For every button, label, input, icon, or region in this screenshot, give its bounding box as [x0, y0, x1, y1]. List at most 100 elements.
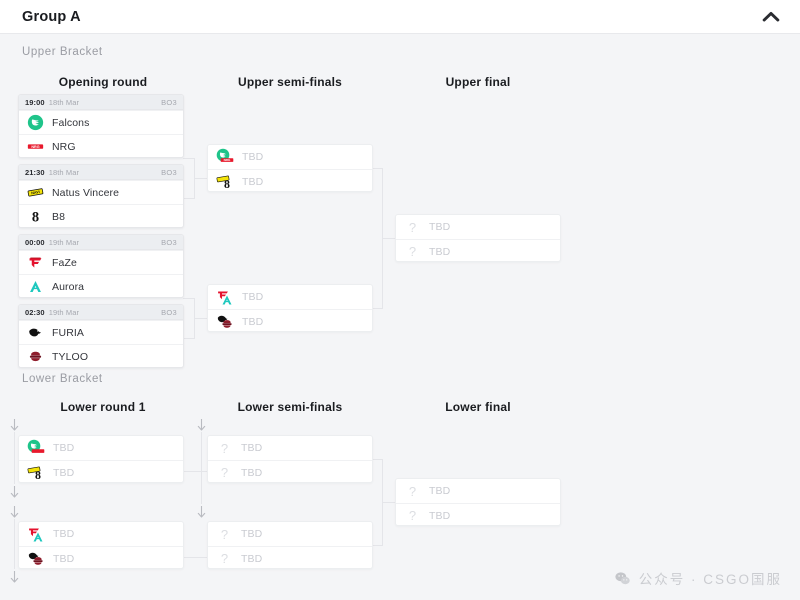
- match-card[interactable]: 02:30 19th Mar BO3 FURIA TYLOO: [18, 304, 184, 368]
- match-format: BO3: [161, 97, 177, 107]
- question-mark-icon: ?: [220, 551, 229, 566]
- aurora-logo: [33, 532, 43, 541]
- team-row[interactable]: ? TBD: [208, 436, 372, 460]
- question-mark-icon: ?: [220, 526, 229, 542]
- question-mark-icon: ?: [408, 508, 417, 523]
- match-card[interactable]: 21:30 18th Mar BO3 NAVI Natus Vincere 8 …: [18, 164, 184, 228]
- team-row[interactable]: NRG TBD: [208, 145, 372, 169]
- team-placeholder-logos: [27, 525, 46, 544]
- drop-down-arrow-icon: [197, 419, 206, 433]
- question-mark-icon: ?: [408, 244, 417, 259]
- team-row[interactable]: TBD: [208, 309, 372, 331]
- navi-logo: [27, 466, 41, 474]
- match-card[interactable]: ? TBD ? TBD: [207, 435, 373, 483]
- faze-logo: [29, 528, 39, 536]
- match-card[interactable]: 00:00 19th Mar BO3 FaZe Aurora: [18, 234, 184, 298]
- team-row[interactable]: 8 TBD: [19, 460, 183, 482]
- team-name: Natus Vincere: [52, 186, 120, 199]
- drop-down-arrow-icon: [10, 506, 19, 520]
- faze-logo: [27, 254, 44, 271]
- furia-logo: [27, 324, 44, 341]
- team-row[interactable]: TYLOO: [19, 344, 183, 367]
- team-row[interactable]: NRG NRG: [19, 134, 183, 157]
- team-row[interactable]: ? TBD: [208, 546, 372, 568]
- svg-text:8: 8: [224, 177, 230, 191]
- team-row[interactable]: TBD: [208, 285, 372, 309]
- team-name: TBD: [242, 315, 264, 328]
- team-row[interactable]: ? TBD: [396, 215, 560, 239]
- connector: [201, 432, 202, 504]
- round-title-lower-final: Lower final: [445, 400, 511, 414]
- connector: [194, 178, 207, 179]
- drop-down-arrow-icon: [10, 571, 19, 585]
- match-time: 00:00: [25, 237, 45, 247]
- team-row[interactable]: TBD: [19, 436, 183, 460]
- team-row[interactable]: ? TBD: [396, 479, 560, 503]
- falcons-logo: [216, 148, 230, 161]
- team-name: TBD: [429, 509, 451, 522]
- team-row[interactable]: ? TBD: [396, 239, 560, 261]
- team-placeholder-logos: [216, 312, 235, 331]
- faze-logo: [218, 291, 228, 299]
- team-name: FURIA: [52, 326, 84, 339]
- team-row[interactable]: Aurora: [19, 274, 183, 297]
- aurora-logo: [27, 278, 44, 295]
- team-name: TBD: [241, 442, 263, 454]
- connector: [184, 557, 207, 558]
- team-name: B8: [52, 210, 66, 223]
- question-mark-icon: ?: [220, 465, 229, 480]
- match-card[interactable]: NRG TBD 8 TBD: [207, 144, 373, 192]
- match-card[interactable]: TBD TBD: [18, 521, 184, 569]
- wechat-icon: [614, 570, 631, 587]
- page-title: Group A: [22, 8, 81, 25]
- match-card[interactable]: ? TBD ? TBD: [207, 521, 373, 569]
- match-card[interactable]: ? TBD ? TBD: [395, 214, 561, 262]
- team-row[interactable]: 8 B8: [19, 204, 183, 227]
- lower-bracket-label: Lower Bracket: [22, 373, 103, 385]
- team-name: Falcons: [52, 116, 90, 129]
- match-header: 19:00 18th Mar BO3: [19, 95, 183, 110]
- connector: [371, 459, 382, 460]
- match-time: 21:30: [25, 167, 45, 177]
- team-row[interactable]: Falcons: [19, 110, 183, 134]
- match-card[interactable]: TBD TBD: [207, 284, 373, 332]
- chevron-up-icon[interactable]: [760, 6, 782, 28]
- team-row[interactable]: FURIA: [19, 320, 183, 344]
- team-row[interactable]: FaZe: [19, 250, 183, 274]
- question-mark-icon: ?: [220, 440, 229, 456]
- watermark-text: 公众号 · CSGO国服: [638, 572, 782, 587]
- match-card[interactable]: TBD 8 TBD: [18, 435, 184, 483]
- aurora-logo: [222, 295, 232, 304]
- connector: [184, 471, 207, 472]
- round-title-upper-final: Upper final: [445, 75, 511, 89]
- team-name: TBD: [242, 175, 264, 188]
- team-placeholder-logos: NRG: [216, 148, 235, 167]
- match-card[interactable]: ? TBD ? TBD: [395, 478, 561, 526]
- round-title-lower-semis: Lower semi-finals: [237, 400, 343, 414]
- team-name: TBD: [429, 485, 451, 497]
- connector: [371, 308, 382, 309]
- match-card[interactable]: 19:00 18th Mar BO3 Falcons NRG NRG: [18, 94, 184, 158]
- team-row[interactable]: TBD: [19, 546, 183, 568]
- team-placeholder-logos: [27, 549, 46, 568]
- team-name: TBD: [53, 466, 75, 479]
- b8-logo: 8: [35, 468, 41, 482]
- team-row[interactable]: NAVI Natus Vincere: [19, 180, 183, 204]
- team-row[interactable]: TBD: [19, 522, 183, 546]
- match-format: BO3: [161, 237, 177, 247]
- match-time: 19:00: [25, 97, 45, 107]
- b8-logo: 8: [27, 208, 44, 225]
- team-row[interactable]: ? TBD: [208, 460, 372, 482]
- team-name: TBD: [241, 466, 263, 479]
- connector: [14, 432, 15, 484]
- team-placeholder-logos: [216, 288, 235, 307]
- team-row[interactable]: 8 TBD: [208, 169, 372, 191]
- team-row[interactable]: ? TBD: [208, 522, 372, 546]
- navi-logo: [216, 175, 230, 183]
- team-row[interactable]: ? TBD: [396, 503, 560, 525]
- drop-down-arrow-icon: [197, 506, 206, 520]
- connector: [371, 168, 382, 169]
- falcons-logo: [27, 114, 44, 131]
- connector: [183, 158, 194, 159]
- tyloo-logo: [27, 348, 44, 365]
